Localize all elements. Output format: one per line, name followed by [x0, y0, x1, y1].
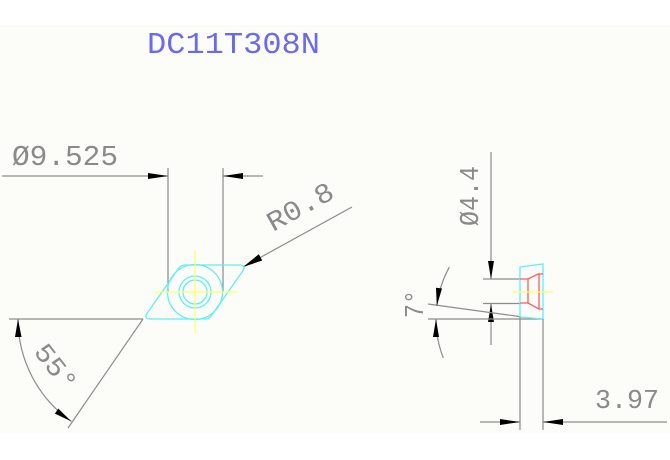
angle-slanted-line — [427, 303, 521, 318]
leader-line — [242, 206, 353, 268]
clearance-angle-dim-label: 7° — [402, 290, 432, 318]
drawing-background — [0, 25, 670, 433]
inscribed-circle-dim-label: Ø9.525 — [12, 141, 118, 174]
hole-diameter-dimension: Ø4.4 — [457, 152, 520, 345]
side-view: Ø4.4 7° — [402, 152, 667, 430]
countersink-bottom — [520, 302, 543, 310]
arrowhead-icon — [243, 254, 263, 267]
arrowhead-icon — [148, 173, 168, 179]
insert-rhombus — [145, 264, 245, 320]
arrowhead-icon — [433, 319, 439, 337]
countersink-top — [520, 273, 543, 280]
arrowhead-icon — [543, 419, 563, 425]
angle-side-line — [67, 318, 144, 429]
arrowhead-icon — [15, 319, 22, 337]
inscribed-circle-dimension: Ø9.525 — [2, 141, 263, 292]
part-title: DC11T308N — [147, 28, 320, 63]
arrowhead-icon — [436, 287, 442, 306]
clearance-angle-dimension: 7° — [402, 266, 543, 359]
thickness-dim-label: 3.97 — [595, 387, 659, 417]
hole-diameter-dim-label: Ø4.4 — [457, 166, 487, 226]
arrowhead-icon — [223, 173, 243, 179]
top-view-centerlines — [155, 250, 237, 333]
arrowhead-icon — [54, 408, 72, 422]
arrowhead-icon — [488, 261, 494, 279]
thickness-dimension: 3.97 — [480, 317, 667, 430]
arrowhead-icon — [500, 419, 520, 425]
